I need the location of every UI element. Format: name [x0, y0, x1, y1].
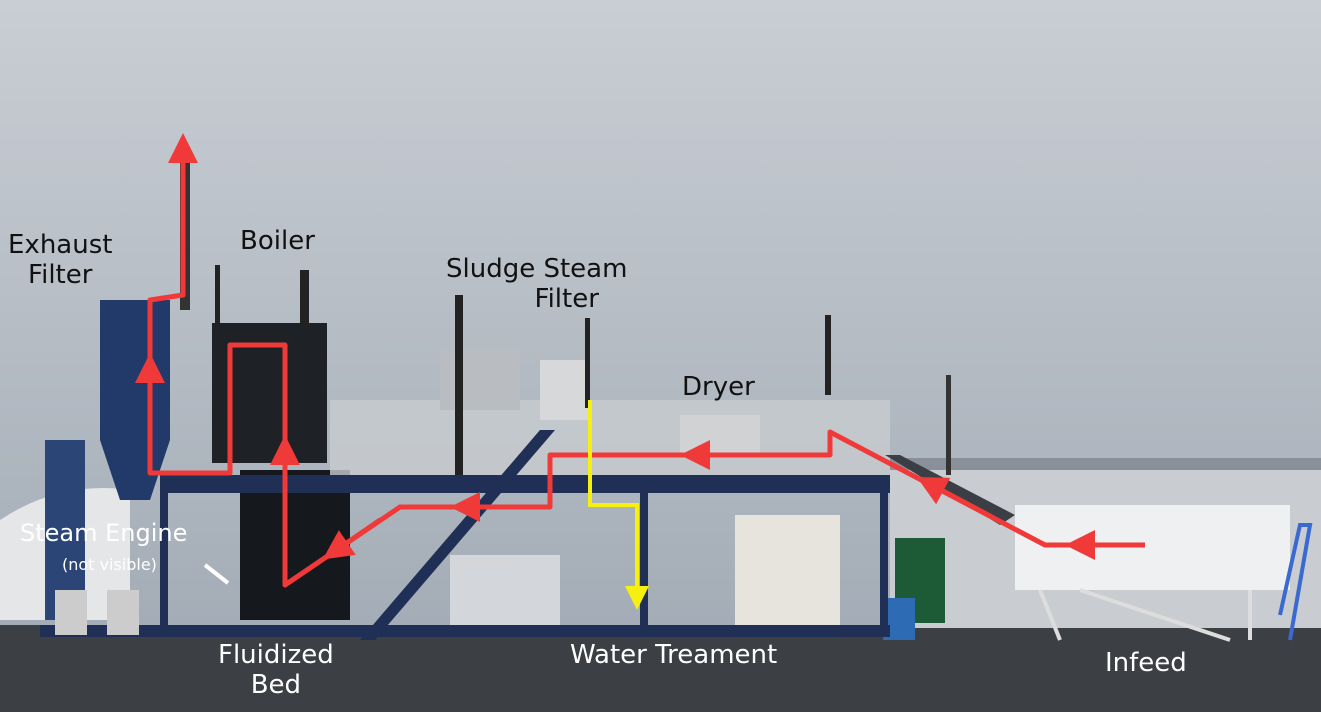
label-infeed: Infeed	[1105, 648, 1187, 678]
label-steam-engine: Steam Engine	[20, 519, 188, 547]
label-line: Fluidized	[218, 640, 334, 670]
label-line: Filter	[534, 284, 599, 314]
yellow-water-path	[588, 400, 649, 610]
label-boiler: Boiler	[240, 226, 315, 256]
label-line: Filter	[28, 260, 93, 290]
label-line: Sludge Steam	[446, 254, 628, 284]
platform	[160, 475, 890, 493]
label-water-treatment: Water Treament	[570, 640, 778, 670]
label-exhaust-filter: Exhaust Filter	[8, 230, 112, 290]
label-sludge-steam-filter: Sludge Steam Filter	[446, 254, 627, 314]
label-fluidized-bed: Fluidized Bed	[218, 640, 334, 700]
ground	[0, 625, 1321, 712]
red-flow-path-boiler	[147, 150, 337, 588]
label-dryer: Dryer	[682, 372, 755, 402]
label-line: Exhaust	[8, 230, 113, 260]
steam-engine-pointer	[203, 563, 230, 585]
label-line: Bed	[250, 670, 302, 700]
exhaust-filter-unit	[100, 300, 170, 440]
label-steam-engine-note: (not visible)	[62, 555, 157, 574]
stairs	[360, 430, 555, 640]
